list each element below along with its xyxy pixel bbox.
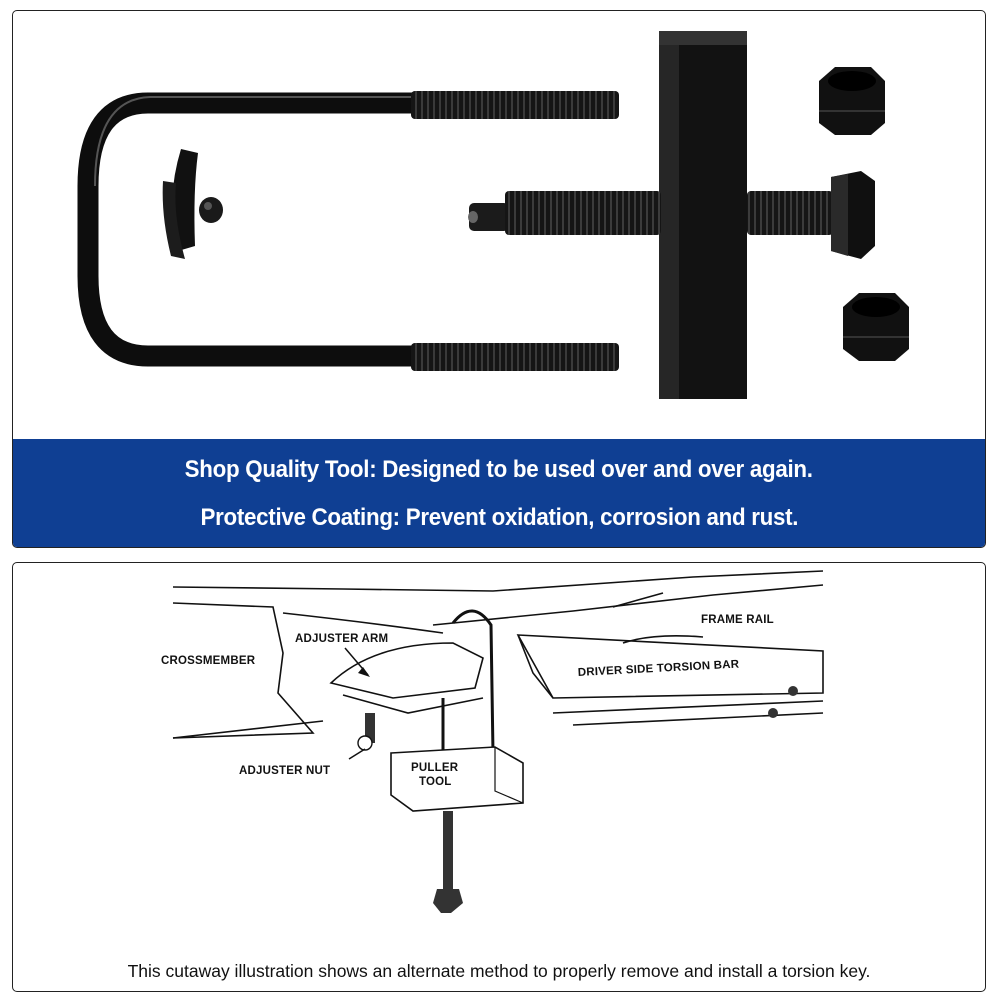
u-bolt [77,91,619,371]
adjuster-bolt [357,713,375,751]
banner-line-2: Protective Coating: Prevent oxidation, c… [200,504,798,531]
label-adjuster-arm: ADJUSTER ARM [295,633,388,645]
product-photo [77,31,909,399]
crossmember-outline [172,602,315,739]
product-photo-panel: Shop Quality Tool: Designed to be used o… [12,10,986,548]
frame-rail-top-edge [172,570,824,592]
label-adjuster-nut: ADJUSTER NUT [239,765,330,777]
feature-banner: Shop Quality Tool: Designed to be used o… [13,439,985,547]
adjuster-arm-shape [329,642,484,699]
label-frame-rail: FRAME RAIL [701,614,774,626]
forcing-screw [468,171,875,259]
banner-line-1: Shop Quality Tool: Designed to be used o… [184,456,814,483]
label-puller-line-1: PULLER [411,762,459,774]
saddle-key [162,149,223,259]
torsion-bar-shape [516,634,824,699]
illustration-caption: This cutaway illustration shows an alter… [127,961,871,981]
u-bolt-thread-bottom [411,343,619,371]
puller-tool-block [390,746,524,913]
cutaway-illustration: CROSSMEMBER ADJUSTER ARM FRAME RAIL DRIV… [161,570,824,913]
flange-nut-top [819,67,885,135]
illustration-panel: CROSSMEMBER ADJUSTER ARM FRAME RAIL DRIV… [12,562,986,992]
flange-nut-bottom [843,293,909,361]
u-bolt-thread-top [411,91,619,119]
label-puller-line-2: TOOL [419,776,452,788]
label-crossmember: CROSSMEMBER [161,655,256,667]
crossbar-block [659,31,747,399]
label-torsion-bar: DRIVER SIDE TORSION BAR [578,659,740,679]
